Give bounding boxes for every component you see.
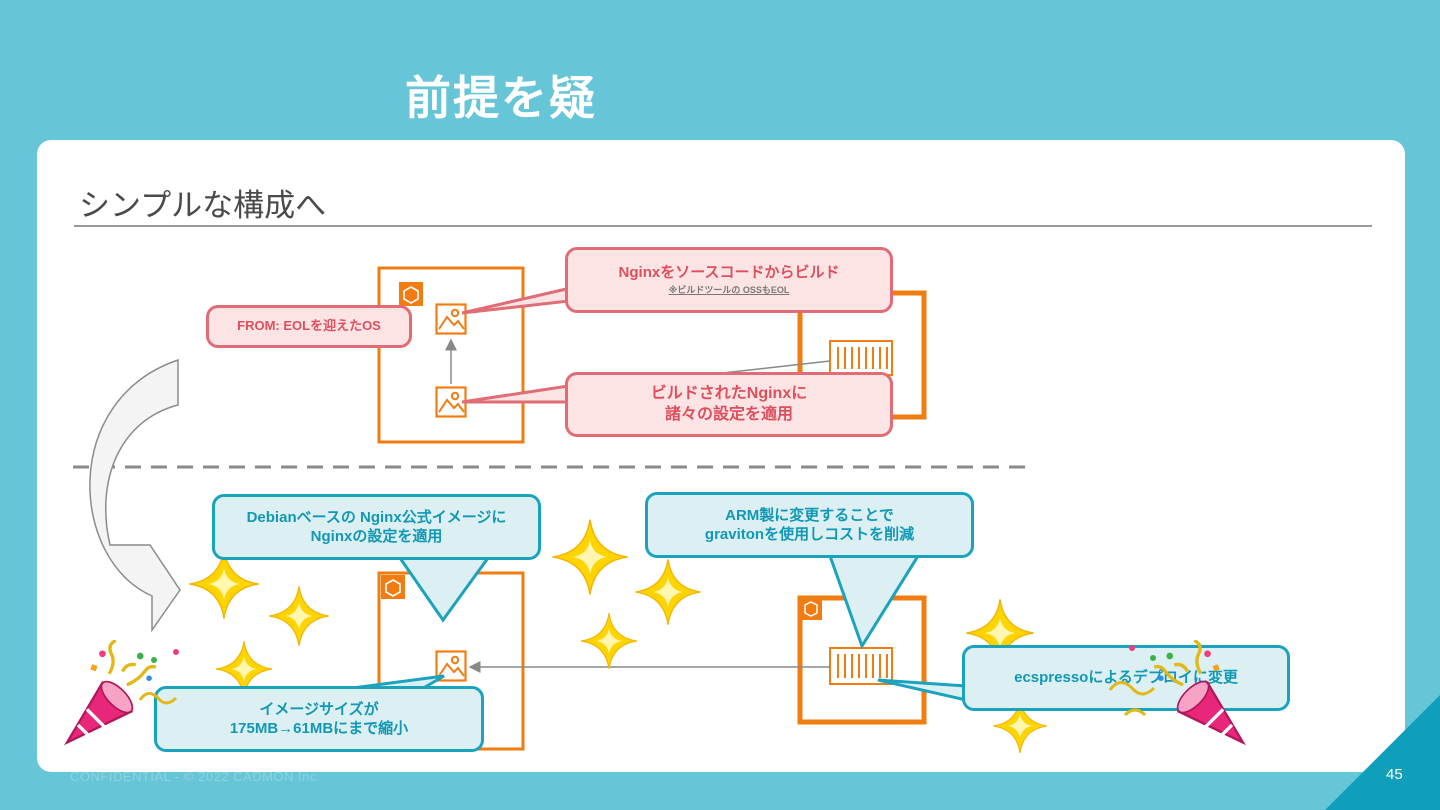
callout-config-line1: ビルドされたNginxに [650, 384, 808, 402]
callout-build-from-source: Nginxをソースコードからビルド ※ビルドツールの OSSもEOL [565, 247, 893, 313]
callout-arm-graviton: ARM製に変更することで gravitonを使用しコストを削減 [645, 492, 974, 558]
section-subtitle: シンプルな構成へ [79, 188, 327, 223]
callout-debian-line2: Nginxの設定を適用 [310, 528, 443, 545]
party-popper-icon [65, 640, 158, 745]
page-number: 45 [1386, 766, 1403, 783]
slide-title: 前提を疑 [405, 72, 597, 124]
callout-arm-line1: ARM製に変更することで [725, 506, 894, 524]
callout-ecspresso-deploy: ecspressoによるデプロイに変更 [962, 645, 1290, 711]
container-icon [399, 282, 423, 306]
title-divider [74, 225, 1372, 227]
callout-arm-line2: gravitonを使用しコストを削減 [704, 526, 915, 543]
callout-image-size: イメージサイズが 175MB→61MBにまで縮小 [154, 686, 484, 752]
ecs-task-icon [800, 598, 893, 685]
corner-accent [1325, 695, 1440, 810]
callout-build-note: ※ビルドツールの OSSもEOL [668, 284, 790, 295]
container-icon [381, 575, 405, 599]
callout-debian-nginx: Debianベースの Nginx公式イメージに Nginxの設定を適用 [212, 494, 541, 560]
curved-arrow-icon [89, 358, 181, 633]
container-box-before [377, 266, 525, 444]
callout-from-eol-os: FROM: EOLを迎えたOS [206, 305, 412, 348]
callout-apply-config: ビルドされたNginxに 諸々の設定を適用 [565, 372, 893, 437]
callout-size-line1: イメージサイズが [259, 700, 379, 718]
callout-deploy-text: ecspressoによるデプロイに変更 [1014, 669, 1238, 687]
footer-copyright: CONFIDENTIAL - © 2022 CADMON Inc. [70, 769, 321, 784]
party-popper-icon [1152, 640, 1245, 745]
callout-config-line2: 諸々の設定を適用 [664, 405, 793, 423]
callout-size-line2: 175MB→61MBにまで縮小 [229, 720, 409, 737]
callout-debian-line1: Debianベースの Nginx公式イメージに [246, 508, 507, 526]
callout-build-title: Nginxをソースコードからビルド [618, 264, 840, 282]
callout-from-text: FROM: EOLを迎えたOS [237, 318, 381, 334]
